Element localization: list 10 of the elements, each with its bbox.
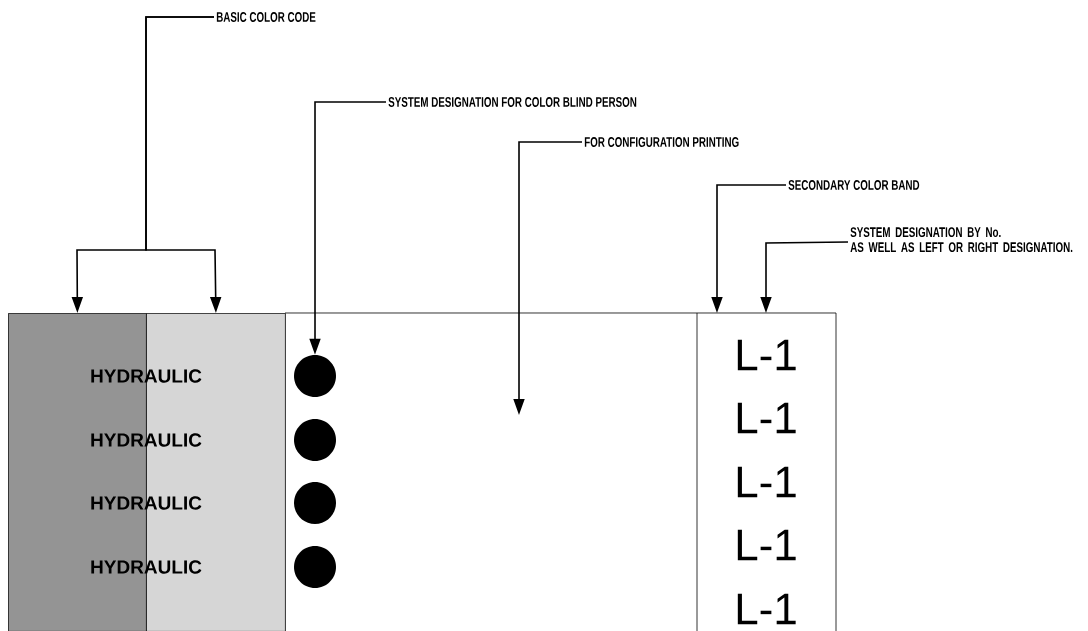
dot-symbol [294, 355, 336, 397]
dot-symbol [294, 546, 336, 588]
callout-text: BASIC COLOR CODE [216, 12, 316, 22]
callout-text: SYSTEM DESIGNATION BY No. AS WELL AS LEFT OR RIGHT DESIGNATION. [850, 227, 1073, 253]
secondary-band-box: L-1 L-1 L-1 L-1 L-1 [696, 312, 837, 631]
callout-text: SYSTEM DESIGNATION FOR COLOR BLIND PERSON [388, 97, 637, 107]
callout-text: SECONDARY COLOR BAND [788, 180, 920, 190]
dot-symbol [294, 482, 336, 524]
callout-text: FOR CONFIGURATION PRINTING [584, 137, 739, 147]
dot-symbol [294, 419, 336, 461]
